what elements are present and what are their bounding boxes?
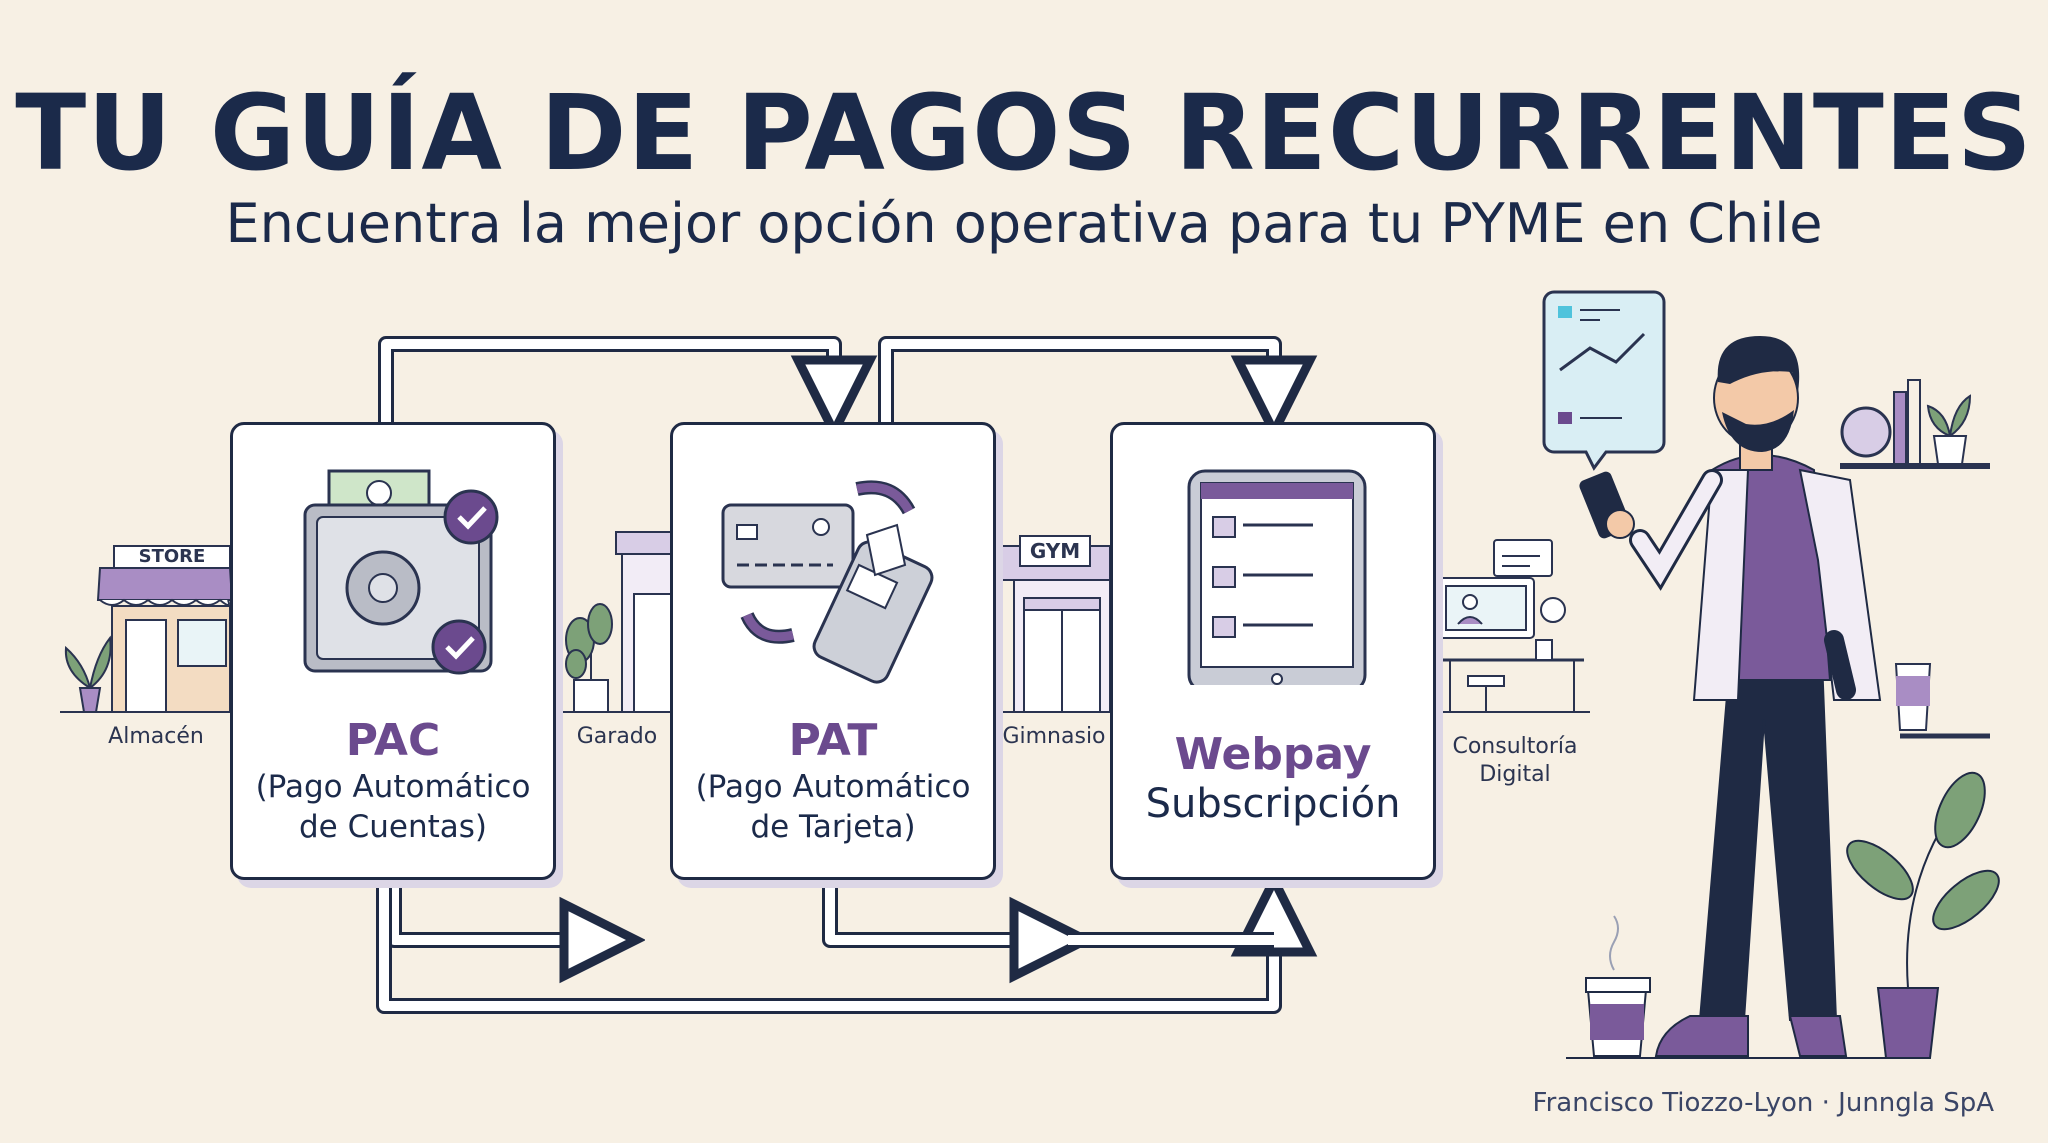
business-label-almacen: Almacén xyxy=(108,724,204,749)
option-name: Webpay xyxy=(1174,729,1372,780)
plant-icon xyxy=(64,635,112,713)
business-label-gimnasio: Gimnasio xyxy=(1002,724,1106,749)
page-subtitle: Encuentra la mejor opción operativa para… xyxy=(225,192,1823,255)
option-card-pat[interactable]: PAT (Pago Automático de Tarjeta) xyxy=(670,422,996,880)
store-sign: STORE xyxy=(138,546,206,567)
flow-connectors xyxy=(376,336,1274,1014)
coffee-cup-icon xyxy=(1566,915,1900,1059)
floor-plant-icon xyxy=(1846,771,2000,1059)
option-desc-line1: (Pago Automático xyxy=(255,769,531,805)
gym-building-icon xyxy=(999,535,1111,713)
potted-tree-icon xyxy=(565,603,613,713)
business-label-consultoria-line2: Digital xyxy=(1479,762,1551,787)
person-with-phone-illustration xyxy=(1579,336,1882,1057)
store-building-icon xyxy=(96,545,234,713)
safe-icon xyxy=(303,469,499,675)
business-label-garado: Garado xyxy=(576,724,658,749)
business-label-consultoria-line1: Consultoría xyxy=(1452,734,1578,759)
option-desc-line2: de Cuentas) xyxy=(298,809,487,845)
tablet-subscription-icon xyxy=(1187,469,1367,685)
option-desc-line1: Subscripción xyxy=(1145,781,1401,827)
option-name: PAT xyxy=(788,715,878,766)
author-credit: Francisco Tiozzo-Lyon · Junngla SpA xyxy=(1532,1088,1994,1118)
office-desk-icon xyxy=(1437,539,1584,712)
option-card-pac[interactable]: PAC (Pago Automático de Cuentas) xyxy=(230,422,556,880)
card-terminal-icon xyxy=(721,480,934,684)
shelf-icon xyxy=(1840,379,1990,739)
page-title: TU GUÍA DE PAGOS RECURRENTES xyxy=(15,72,2033,194)
option-card-webpay[interactable]: Webpay Subscripción xyxy=(1110,422,1436,880)
option-desc-line1: (Pago Automático xyxy=(695,769,971,805)
garage-building-icon xyxy=(615,531,675,713)
option-desc-line2: de Tarjeta) xyxy=(750,809,916,845)
chart-bubble-icon xyxy=(1542,290,1666,471)
option-name: PAC xyxy=(345,715,441,766)
gym-sign: GYM xyxy=(1029,539,1081,563)
